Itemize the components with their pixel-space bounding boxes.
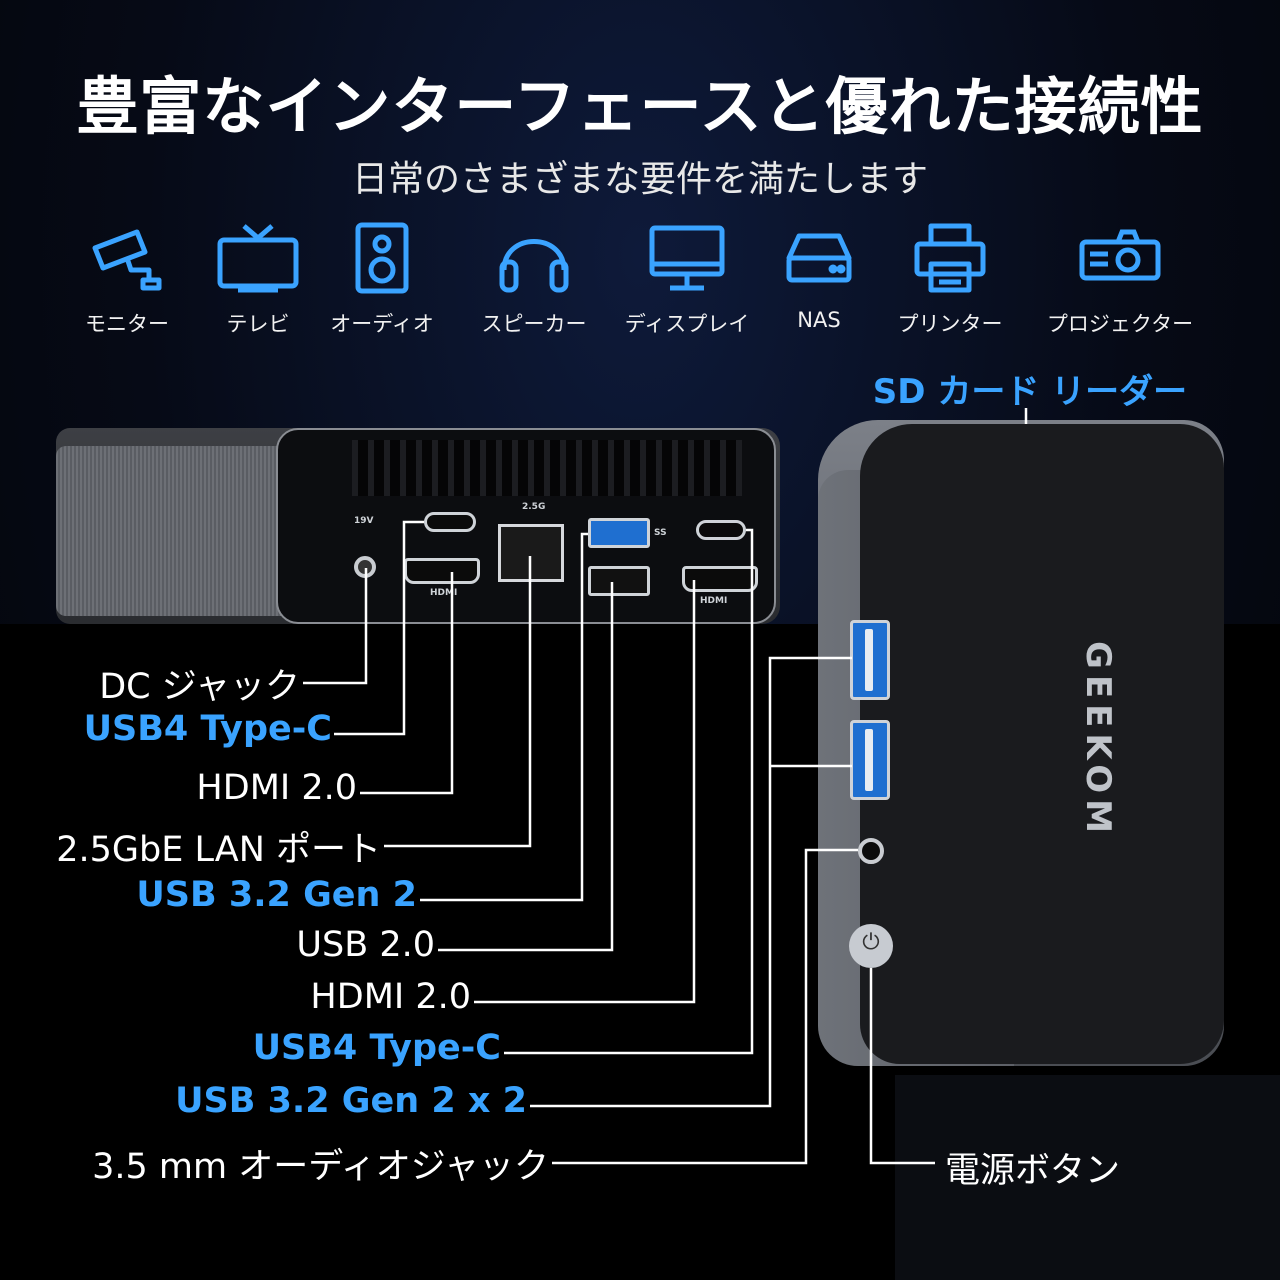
projector-icon <box>1079 229 1161 281</box>
icon-label: モニター <box>85 312 169 336</box>
hdmi-mark-2: HDMI <box>700 596 728 606</box>
callout-usb4-type-c-2: USB4 Type-C <box>252 1028 501 1068</box>
icon-item: プロジェクター <box>1045 222 1195 338</box>
callout-lan-port: 2.5GbE LAN ポート <box>56 830 381 870</box>
usb20-port <box>588 566 650 596</box>
usb4-type-c-port-2 <box>696 520 746 540</box>
hdmi-port <box>404 558 480 584</box>
callout-usb32-gen2: USB 3.2 Gen 2 <box>136 875 417 915</box>
dc-mark: 19V <box>354 516 374 526</box>
icon-item: モニター <box>52 222 202 338</box>
front-audio-jack <box>858 838 884 864</box>
icon-label: テレビ <box>226 312 290 336</box>
callout-usb20: USB 2.0 <box>296 925 435 965</box>
power-button-label: 電源ボタン <box>945 1151 1121 1191</box>
hdmi-mark: HDMI <box>430 588 458 598</box>
usb-mark: SS <box>654 528 667 538</box>
icon-label: スピーカー <box>481 312 587 336</box>
icon-label: プロジェクター <box>1046 312 1194 336</box>
callout-usb32-gen2x2: USB 3.2 Gen 2 x 2 <box>175 1081 527 1121</box>
nas-drive-icon <box>786 233 852 283</box>
icon-label: プリンター <box>897 312 1003 336</box>
icon-item: スピーカー <box>459 222 609 338</box>
icon-item: テレビ <box>183 222 333 338</box>
callout-dc-jack: DC ジャック <box>99 667 300 707</box>
front-device-side <box>860 424 1224 1064</box>
printer-icon <box>914 223 986 293</box>
device-icon-row: モニター テレビ オーディオ スピ <box>0 222 1280 342</box>
page-title: 豊富なインターフェースと優れた接続性 <box>76 70 1204 143</box>
front-usb-port-1 <box>850 620 890 700</box>
callout-usb4-type-c: USB4 Type-C <box>83 709 332 749</box>
speaker-box-icon <box>355 222 409 294</box>
tv-icon <box>217 224 299 293</box>
icon-label: オーディオ <box>330 312 434 336</box>
security-camera-icon <box>92 229 162 291</box>
icon-item: NAS <box>744 222 894 332</box>
callout-hdmi-2: HDMI 2.0 <box>310 977 471 1017</box>
front-usb-port-2 <box>850 720 890 800</box>
icon-item: ディスプレイ <box>612 222 762 338</box>
monitor-icon <box>649 225 725 291</box>
icon-item: プリンター <box>875 222 1025 338</box>
callout-hdmi: HDMI 2.0 <box>196 768 357 808</box>
stage-step <box>895 1075 1280 1280</box>
sd-card-reader-label: SD カード リーダー <box>872 372 1188 412</box>
headphones-icon <box>499 239 569 293</box>
callout-audio-jack: 3.5 mm オーディオジャック <box>92 1147 549 1187</box>
page-subtitle: 日常のさまざまな要件を満たします <box>351 159 928 200</box>
icon-item: オーディオ <box>307 222 457 338</box>
rear-device-side-vent <box>56 446 294 616</box>
icon-label: NAS <box>797 308 841 332</box>
usb4-type-c-port <box>424 512 476 532</box>
icon-label: ディスプレイ <box>624 312 750 336</box>
lan-mark: 2.5G <box>522 502 546 512</box>
usb32-gen2-port <box>588 518 650 548</box>
rear-vents <box>352 440 742 496</box>
power-button <box>849 924 893 968</box>
